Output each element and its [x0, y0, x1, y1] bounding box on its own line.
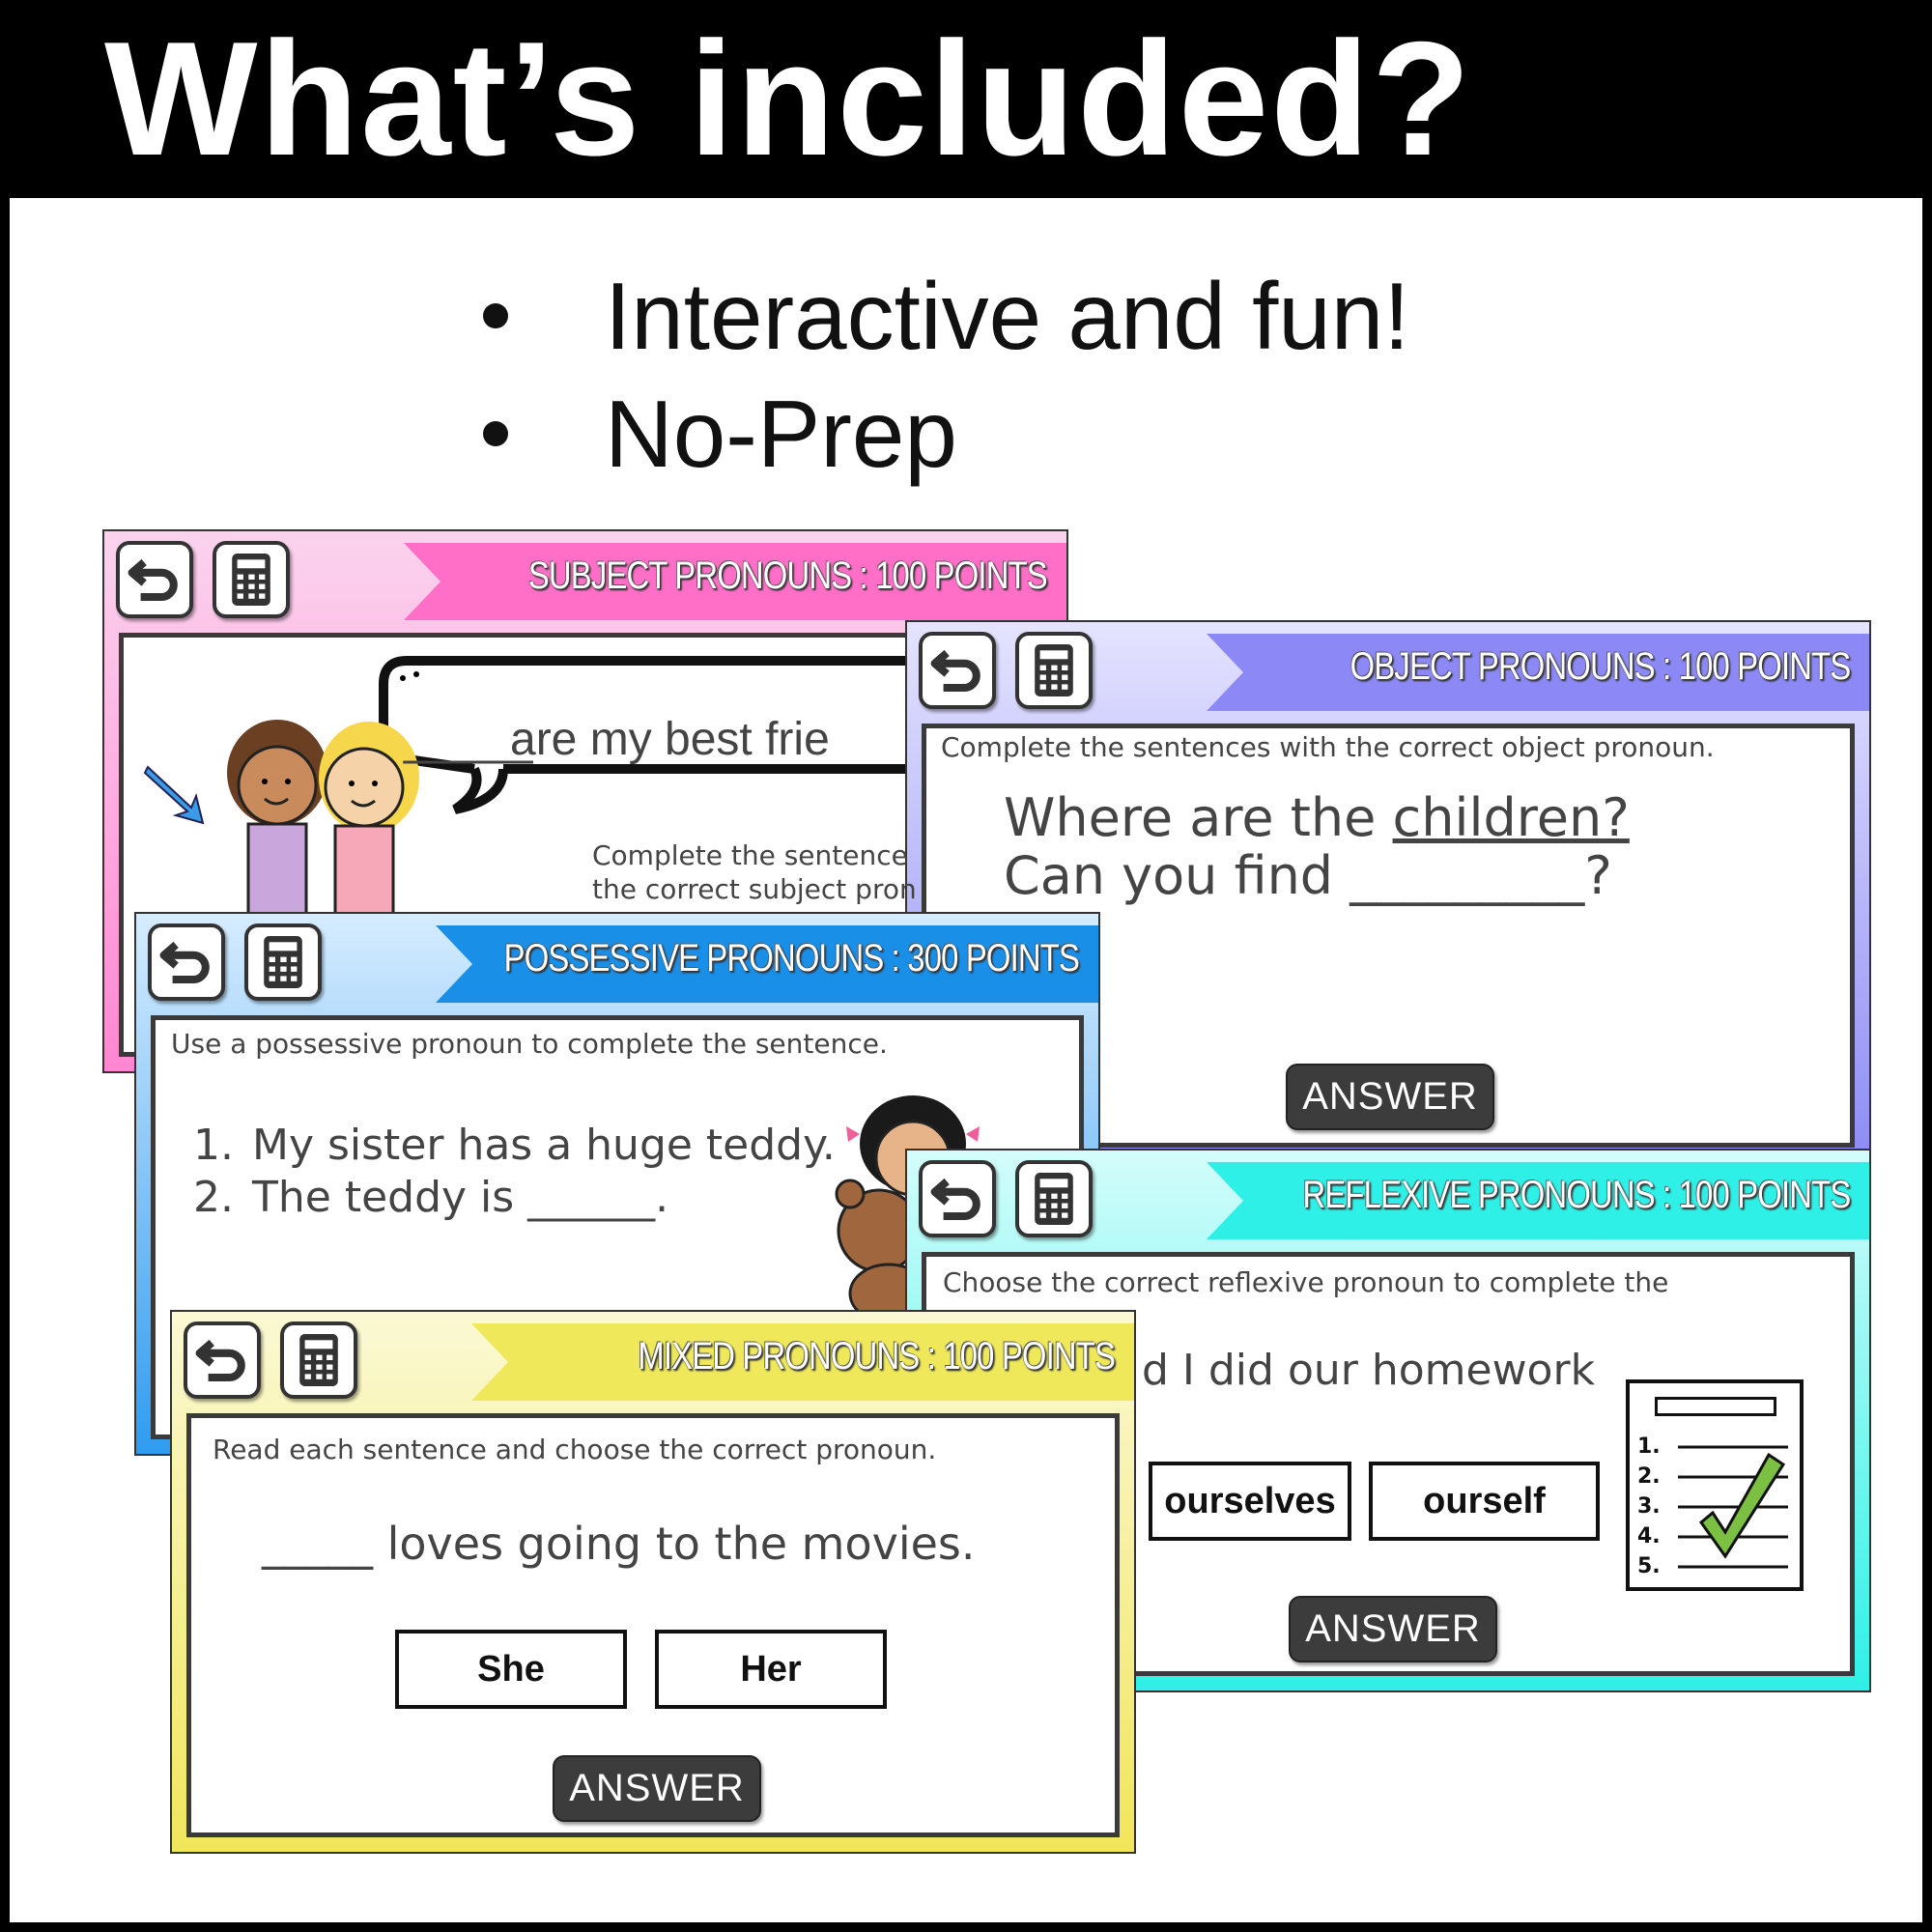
undo-icon [128, 558, 178, 602]
calculator-icon [232, 554, 270, 606]
instruction-text: Use a possessive pronoun to complete the… [171, 1028, 888, 1060]
instruction-text: the correct subject pron [592, 873, 917, 905]
option-button[interactable]: ourselves [1149, 1462, 1351, 1541]
slide-banner: SUBJECT PRONOUNS : 100 POINTS [404, 543, 1066, 620]
bullet-item: Interactive and fun! [483, 269, 1410, 363]
checklist-icon: 1. 2. 3. 4. 5. [1626, 1379, 1804, 1591]
calculator-icon [299, 1334, 338, 1386]
list-item: The teddy is ______. [252, 1173, 669, 1222]
slide-banner: OBJECT PRONOUNS : 100 POINTS [1207, 634, 1869, 711]
answer-button[interactable]: ANSWER [553, 1755, 761, 1822]
checklist-numbers: 1. 2. 3. 4. 5. [1637, 1432, 1661, 1581]
bullet-dot [483, 421, 508, 447]
undo-icon [930, 1178, 980, 1221]
calculator-button[interactable] [1015, 632, 1093, 709]
banner-title: OBJECT PRONOUNS : 100 POINTS [1350, 645, 1851, 688]
answer-button[interactable]: ANSWER [1289, 1596, 1497, 1662]
undo-icon [159, 941, 210, 984]
calculator-button[interactable] [213, 541, 290, 618]
prompt-sentence: d I did our homework [1142, 1346, 1596, 1395]
instruction-text: Choose the correct reflexive pronoun to … [943, 1266, 1669, 1298]
undo-button[interactable] [919, 632, 996, 709]
bullet-text: No-Prep [605, 381, 957, 487]
banner-title: SUBJECT PRONOUNS : 100 POINTS [528, 554, 1048, 597]
prompt-line-2: Can you find _________? [1004, 845, 1612, 906]
checklist-number: 2. [1637, 1464, 1661, 1489]
checklist-number: 3. [1637, 1494, 1661, 1519]
bullet-item: No-Prep [483, 386, 957, 481]
checklist-number: 5. [1637, 1554, 1661, 1578]
banner-title: REFLEXIVE PRONOUNS : 100 POINTS [1302, 1174, 1851, 1216]
list-item: My sister has a huge teddy. [252, 1121, 836, 1170]
arrow-icon [143, 765, 205, 825]
instruction-text: Read each sentence and choose the correc… [213, 1434, 937, 1465]
undo-icon [930, 649, 980, 693]
bullet-dot [483, 303, 508, 329]
list-number: 2. [193, 1173, 234, 1222]
option-button[interactable]: ourself [1369, 1462, 1600, 1541]
prompt-line-1: Where are the children? [1004, 792, 1630, 844]
instruction-text: Complete the sentence [592, 839, 908, 871]
answer-button[interactable]: ANSWER [1286, 1064, 1494, 1130]
instruction-text: Complete the sentences with the correct … [941, 731, 1715, 763]
undo-button[interactable] [116, 541, 193, 618]
slide-banner: REFLEXIVE PRONOUNS : 100 POINTS [1207, 1162, 1869, 1239]
list-number: 1. [193, 1121, 234, 1170]
prompt-sentence: _____ loves going to the movies. [262, 1518, 976, 1570]
banner-title: MIXED PRONOUNS : 100 POINTS [638, 1335, 1115, 1378]
prompt-text: Where are the [1004, 787, 1393, 848]
slide-banner: MIXED PRONOUNS : 100 POINTS [471, 1323, 1134, 1401]
calculator-button[interactable] [280, 1321, 357, 1399]
girls-illustration [227, 720, 419, 914]
slide-mixed-pronouns: MIXED PRONOUNS : 100 POINTS Read each se… [170, 1310, 1136, 1854]
checkmark-icon [1678, 1445, 1788, 1569]
slide-banner: POSSESSIVE PRONOUNS : 300 POINTS [436, 925, 1098, 1003]
calculator-button[interactable] [244, 923, 322, 1001]
undo-button[interactable] [184, 1321, 261, 1399]
underlined-word: children? [1392, 787, 1630, 848]
checklist-header [1655, 1397, 1776, 1416]
header-bar: What’s included? [0, 0, 1932, 198]
checklist-number: 1. [1637, 1435, 1661, 1459]
calculator-icon [264, 936, 302, 988]
calculator-icon [1035, 1173, 1073, 1225]
page-title: What’s included? [104, 8, 1473, 189]
option-button[interactable]: She [395, 1630, 627, 1709]
banner-title: POSSESSIVE PRONOUNS : 300 POINTS [503, 937, 1080, 980]
checklist-number: 4. [1637, 1524, 1661, 1548]
answer-blank: _____ [404, 714, 533, 765]
prompt-sentence: are my best frie [510, 714, 830, 765]
undo-icon [195, 1339, 245, 1382]
option-button[interactable]: Her [655, 1630, 887, 1709]
undo-button[interactable] [148, 923, 225, 1001]
undo-button[interactable] [919, 1160, 996, 1237]
calculator-icon [1035, 644, 1073, 696]
bullet-text: Interactive and fun! [605, 263, 1410, 369]
calculator-button[interactable] [1015, 1160, 1093, 1237]
